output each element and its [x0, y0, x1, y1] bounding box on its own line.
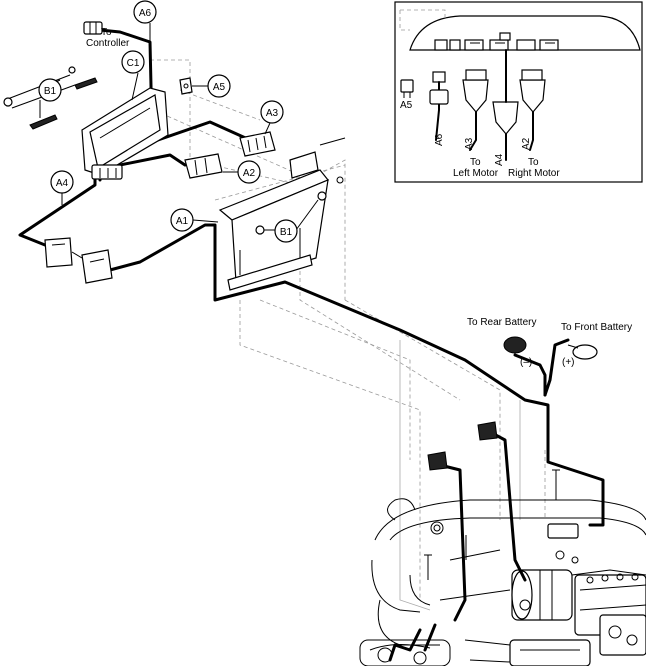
- callout-a3: A3: [266, 108, 279, 119]
- inset-label-a2: A2: [521, 137, 532, 150]
- connector-to-controller: [83, 21, 103, 35]
- callout-c1: C1: [127, 58, 140, 69]
- labels: To Controller To Rear Battery To Front B…: [86, 27, 632, 368]
- inset-detail: A5 A6 A3 A4 A2 To Left Motor To Right Mo…: [394, 1, 643, 183]
- inset-label-a4: A4: [494, 153, 505, 166]
- callout-a2: A2: [243, 168, 256, 179]
- callouts: A6 C1 B1 A5 A3 A4 A2 A1 B1: [38, 0, 319, 243]
- callout-a6-top: A6: [139, 8, 152, 19]
- battery-terminals: [503, 336, 598, 360]
- callout-b1-left: B1: [44, 86, 57, 97]
- callout-a5: A5: [213, 82, 226, 93]
- inset-right-motor-2: Right Motor: [508, 168, 560, 179]
- label-to-rear-battery: To Rear Battery: [467, 317, 536, 328]
- inset-left-motor-1: To: [470, 157, 481, 168]
- chair-base: [359, 469, 646, 667]
- label-to-controller-1: To: [101, 27, 112, 38]
- callout-a1: A1: [176, 216, 189, 227]
- label-positive: (+): [562, 357, 575, 368]
- label-to-front-battery: To Front Battery: [561, 322, 632, 333]
- inset-right-motor-1: To: [528, 157, 539, 168]
- callout-b1-right: B1: [280, 227, 293, 238]
- inset-label-a6: A6: [434, 133, 445, 146]
- label-negative: (–): [520, 357, 532, 368]
- callout-a4: A4: [56, 178, 69, 189]
- label-to-controller-2: Controller: [86, 38, 130, 49]
- inset-label-a3: A3: [464, 137, 475, 150]
- part-a5: [179, 77, 193, 95]
- inset-label-a5: A5: [400, 100, 413, 111]
- connector-a3: [239, 131, 276, 157]
- connector-a4: [44, 237, 113, 284]
- inset-left-motor-2: Left Motor: [453, 168, 499, 179]
- harness-wires: [18, 28, 605, 662]
- lower-connectors: [427, 421, 498, 471]
- connector-a2: [184, 153, 223, 179]
- controller-c1: [81, 87, 169, 180]
- bracket-a1: [218, 137, 346, 291]
